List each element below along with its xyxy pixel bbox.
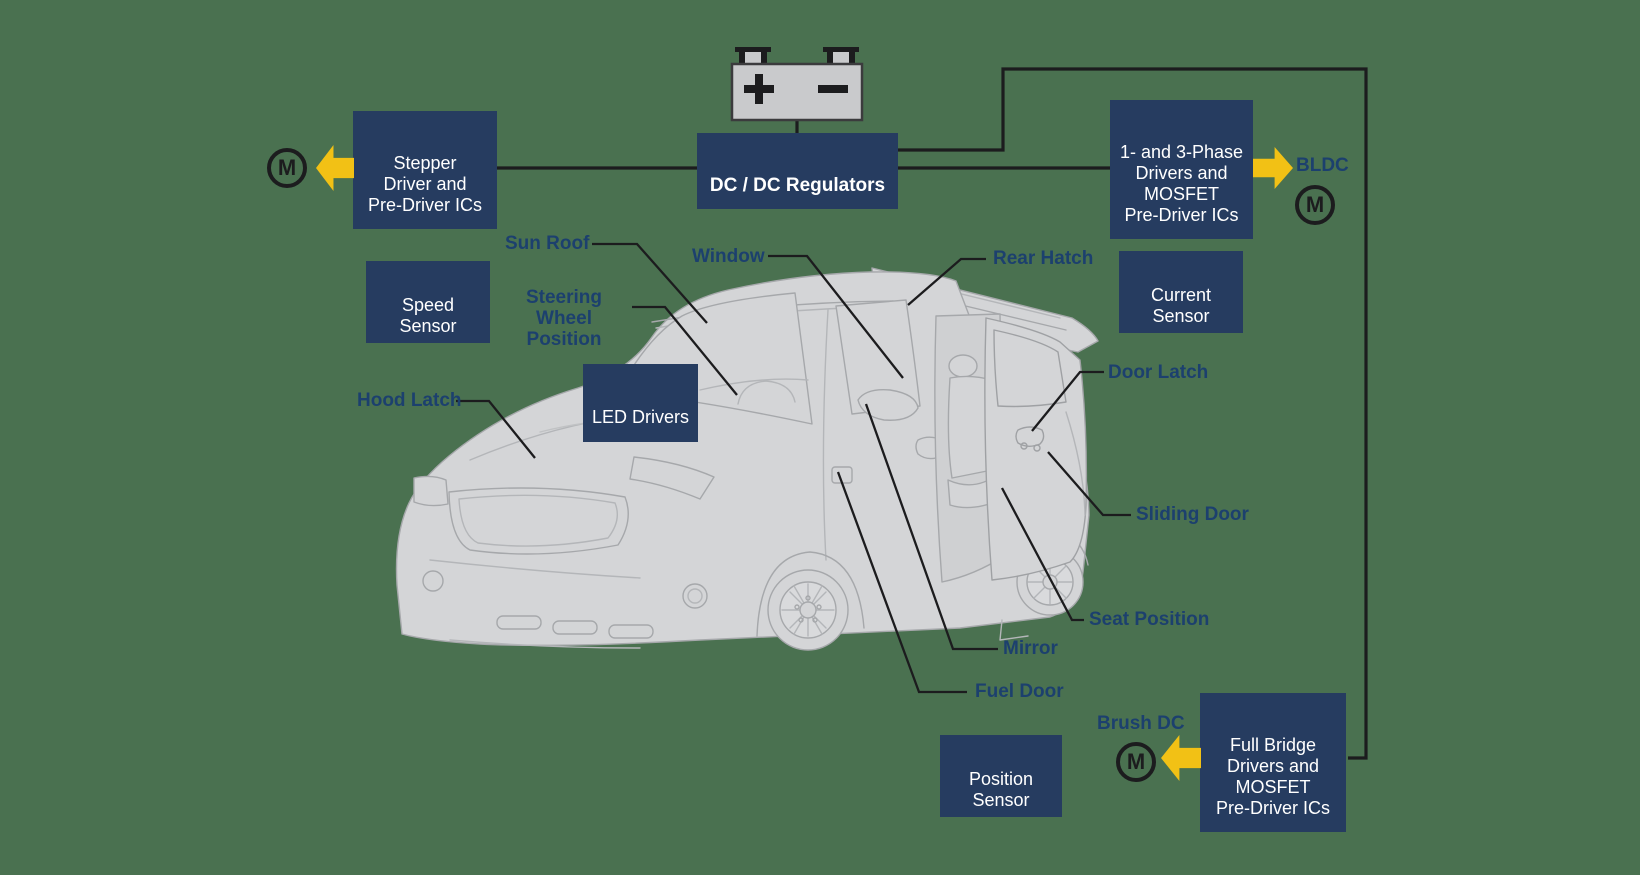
side-mirror-shape bbox=[857, 389, 919, 421]
front-wheel bbox=[767, 569, 849, 651]
sliding-door-label: Sliding Door bbox=[1136, 504, 1249, 525]
stepper-motor-arrow-icon bbox=[316, 145, 354, 191]
position-sensor-box: Position Sensor bbox=[940, 735, 1062, 817]
brush-dc-motor-arrow-icon bbox=[1161, 735, 1201, 781]
front-door-window bbox=[835, 299, 921, 415]
bldc-motor-arrow-icon bbox=[1253, 147, 1293, 189]
sliding-door-panel bbox=[984, 317, 1088, 581]
hood-latch-label: Hood Latch bbox=[357, 390, 462, 411]
seat-position-label: Seat Position bbox=[1089, 609, 1210, 630]
fog-lamp-right bbox=[682, 583, 708, 609]
grille bbox=[448, 487, 629, 555]
mirror-label: Mirror bbox=[1003, 638, 1058, 659]
headlight-left bbox=[413, 475, 449, 507]
battery-minus-icon bbox=[818, 85, 848, 93]
sun-roof-label: Sun Roof bbox=[505, 233, 590, 254]
fuel-door-line bbox=[836, 471, 967, 694]
speed-sensor-box: Speed Sensor bbox=[366, 261, 490, 343]
headlight-right bbox=[629, 456, 715, 500]
door-latch-label: Door Latch bbox=[1108, 362, 1209, 383]
sliding-door-line bbox=[1047, 451, 1131, 517]
brush-dc-label: Brush DC bbox=[1097, 713, 1185, 734]
bldc-label: BLDC bbox=[1296, 155, 1349, 176]
callout-lines bbox=[456, 242, 1131, 694]
battery-icon bbox=[730, 47, 864, 134]
stepper-driver-box: Stepper Driver and Pre-Driver ICs bbox=[353, 111, 497, 229]
steering-line bbox=[632, 305, 738, 396]
door-latch-line bbox=[1031, 370, 1104, 432]
rear-hatch-line bbox=[907, 257, 986, 306]
window-label: Window bbox=[692, 246, 765, 267]
hood-latch-line bbox=[456, 399, 536, 459]
wiring-lines bbox=[497, 67, 1368, 760]
motor-symbol: M bbox=[1305, 192, 1325, 217]
mirror-line bbox=[864, 403, 998, 651]
battery-plus-icon bbox=[744, 74, 774, 104]
rear-hatch-label: Rear Hatch bbox=[993, 248, 1094, 269]
brush-dc-motor-icon: M bbox=[1116, 742, 1156, 782]
steering-wheel-shape bbox=[737, 380, 796, 405]
window-line bbox=[768, 254, 904, 379]
led-drivers-box: LED Drivers bbox=[583, 364, 698, 442]
current-sensor-box: Current Sensor bbox=[1119, 251, 1243, 333]
stepper-motor-icon: M bbox=[267, 148, 307, 188]
bldc-motor-icon: M bbox=[1295, 185, 1335, 225]
seat-position-line bbox=[1000, 487, 1084, 622]
motor-symbol: M bbox=[1126, 749, 1146, 774]
steering-wheel-position-label: Steering Wheel Position bbox=[525, 287, 603, 350]
phase-drivers-box: 1- and 3-Phase Drivers and MOSFET Pre-Dr… bbox=[1110, 100, 1253, 239]
fuel-door-label: Fuel Door bbox=[975, 681, 1064, 702]
fog-lamp-left bbox=[422, 570, 444, 592]
sun-roof-line bbox=[592, 242, 708, 324]
dcdc-regulators-box: DC / DC Regulators bbox=[697, 133, 898, 209]
full-bridge-drivers-box: Full Bridge Drivers and MOSFET Pre-Drive… bbox=[1200, 693, 1346, 832]
motor-symbol: M bbox=[277, 155, 297, 180]
